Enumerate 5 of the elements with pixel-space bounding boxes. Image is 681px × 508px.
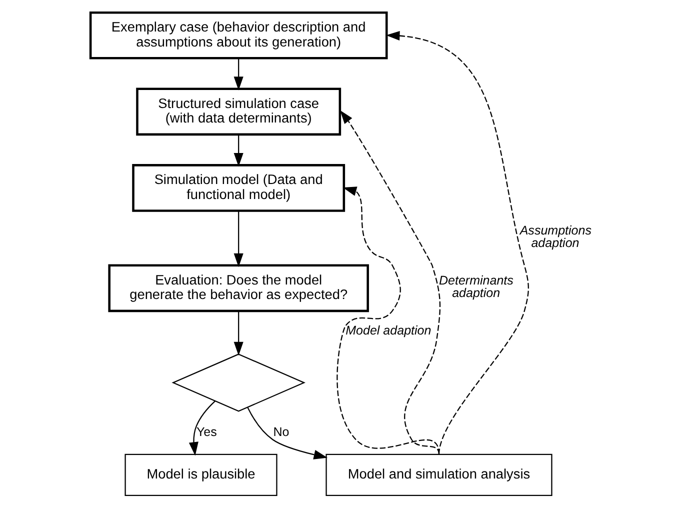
edge-label: Determinants adaption	[439, 274, 514, 300]
edge-label: Model adaption	[346, 324, 432, 338]
edge-label: Yes	[196, 424, 217, 439]
edge-label: No	[273, 424, 290, 439]
edge-label: Assumptions adaption	[520, 223, 592, 250]
